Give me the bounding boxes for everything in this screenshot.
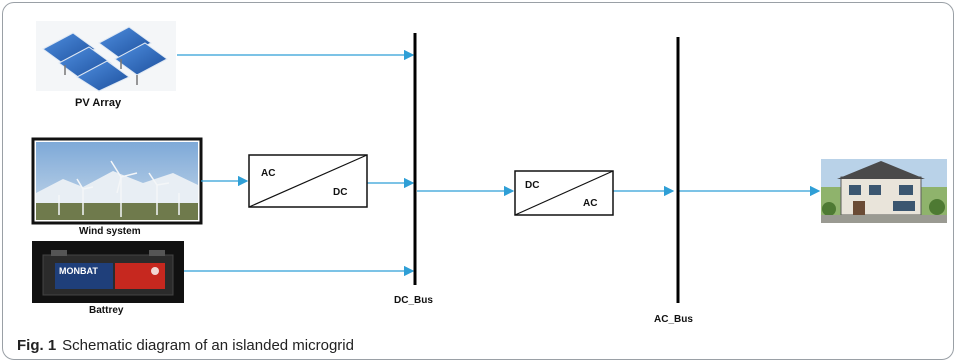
microgrid-diagram: PV Array Wind system bbox=[31, 21, 947, 325]
ac-bus-label: AC_Bus bbox=[654, 314, 693, 325]
figure-caption: Fig. 1 Schematic diagram of an islanded m… bbox=[17, 337, 354, 354]
battery-icon bbox=[42, 250, 174, 296]
caption-text: Schematic diagram of an islanded microgr… bbox=[62, 337, 354, 354]
ac-dc-converter: AC DC bbox=[248, 154, 368, 208]
battery-label: Battrey bbox=[89, 305, 124, 316]
battery-brand: MONBAT bbox=[59, 266, 98, 276]
converter2-bottom-label: AC bbox=[583, 198, 597, 209]
figure-frame: PV Array Wind system bbox=[2, 2, 954, 360]
dc-ac-inverter: DC AC bbox=[514, 170, 614, 216]
pv-array-label: PV Array bbox=[75, 97, 122, 109]
figure-number: Fig. 1 bbox=[17, 337, 57, 354]
converter1-bottom-label: DC bbox=[333, 187, 347, 198]
converter1-top-label: AC bbox=[261, 168, 275, 179]
house-icon bbox=[821, 159, 947, 223]
connectors bbox=[177, 49, 821, 277]
pv-array: PV Array bbox=[36, 21, 176, 109]
converter2-top-label: DC bbox=[525, 180, 539, 191]
battery: MONBAT Battrey bbox=[32, 241, 184, 316]
wind-turbine-icon bbox=[58, 160, 180, 217]
solar-panel-icon bbox=[42, 26, 168, 92]
dc-bus-label: DC_Bus bbox=[394, 295, 433, 306]
wind-system: Wind system bbox=[31, 137, 203, 237]
wind-system-label: Wind system bbox=[79, 226, 141, 237]
